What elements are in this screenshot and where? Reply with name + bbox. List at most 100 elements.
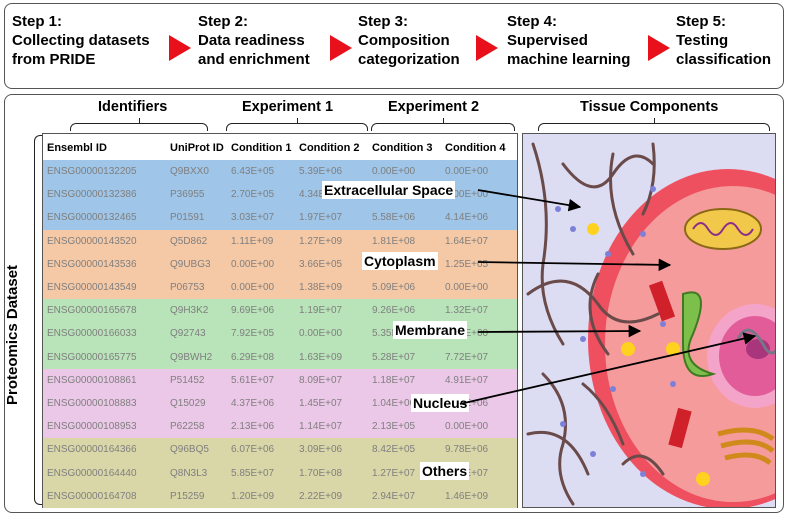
table-cell: 3.09E+06: [299, 444, 343, 456]
table-cell: 1.27E+07: [372, 467, 416, 479]
endoplasmic-reticulum: [682, 291, 717, 377]
step-arrow-icon: [476, 35, 498, 61]
table-cell: ENSG00000166033: [47, 328, 137, 340]
step-5: Step 5: Testing classification: [676, 12, 771, 69]
table-cell: 7.92E+05: [231, 328, 275, 340]
step-title: Step 5:: [676, 13, 727, 30]
table-cell: 4.37E+06: [231, 398, 275, 409]
extracellular-space-label: Extracellular Space: [322, 181, 456, 199]
table-cell: ENSG00000143520: [47, 235, 137, 247]
experiment2-bracket: [371, 118, 515, 131]
arrow-nucleus: [459, 332, 757, 405]
step-arrow-icon: [169, 35, 191, 61]
table-cell: 1.32E+07: [445, 305, 489, 317]
arrow-cytoplasm: [477, 258, 672, 272]
table-cell: 5.28E+07: [372, 351, 416, 363]
table-cell: ENSG00000132205: [47, 166, 137, 177]
table-cell: ENSG00000143549: [47, 282, 137, 293]
vesicle: [666, 342, 680, 356]
table-cell: Q9BWH2: [170, 351, 213, 363]
column-header: Ensembl ID: [47, 142, 107, 154]
protein-dots: [555, 186, 676, 477]
table-cell: 0.00E+00: [445, 421, 489, 433]
table-cell: 2.22E+09: [299, 490, 343, 502]
table-cell: 1.81E+08: [372, 235, 416, 247]
table-cell: 0.00E+00: [372, 166, 416, 177]
table-cell: Q8N3L3: [170, 467, 208, 479]
step-text: Composition categorization: [358, 32, 460, 68]
table-cell: 1.70E+08: [299, 467, 343, 479]
table-cell: 1.45E+07: [299, 398, 343, 409]
table-cell: 0.00E+00: [231, 258, 275, 270]
step-title: Step 2:: [198, 13, 249, 30]
table-cell: 1.04E+06: [372, 398, 416, 409]
table-cell: 1.14E+07: [299, 421, 343, 433]
table-cell: P01591: [170, 212, 205, 224]
table-cell: ENSG00000132465: [47, 212, 137, 224]
table-cell: 1.19E+07: [299, 305, 343, 317]
mitochondrion-cristae: [692, 222, 754, 236]
step-title: Step 4:: [507, 13, 558, 30]
table-cell: ENSG00000165678: [47, 305, 137, 317]
table-cell: P15259: [170, 490, 205, 502]
table-cell: 9.78E+06: [445, 444, 489, 456]
step-2: Step 2: Data readiness and enrichment: [198, 12, 310, 69]
table-cell: P62258: [170, 421, 205, 433]
table-cell: Q9UBG3: [170, 258, 211, 270]
table-cell: 5.61E+07: [231, 374, 275, 386]
dataset-brace: [34, 135, 42, 505]
table-cell: P51452: [170, 374, 205, 386]
nucleus-label: Nucleus: [411, 394, 470, 412]
identifiers-heading: Identifiers: [98, 99, 168, 115]
table-cell: ENSG00000143536: [47, 258, 137, 270]
table-cell: 1.97E+07: [299, 212, 343, 224]
table-cell: 8.09E+07: [299, 374, 343, 386]
table-cell: Q92743: [170, 328, 206, 340]
table-cell: 6.07E+06: [231, 444, 275, 456]
step-4: Step 4: Supervised machine learning: [507, 12, 630, 69]
table-cell: P06753: [170, 282, 205, 293]
vesicle: [621, 342, 635, 356]
main-panel: [4, 94, 784, 513]
step-arrow-icon: [330, 35, 352, 61]
table-cell: 2.13E+05: [372, 421, 416, 433]
table-cell: 1.25E+05: [445, 258, 489, 270]
table-cell: 1.64E+07: [445, 235, 489, 247]
step-text: Data readiness and enrichment: [198, 32, 310, 68]
table-cell: 2.70E+05: [231, 189, 275, 201]
table-cell: P36955: [170, 189, 205, 201]
step-text: Testing classification: [676, 32, 772, 68]
experiment2-heading: Experiment 2: [388, 99, 480, 115]
table-cell: 0.00E+00: [299, 328, 343, 340]
table-cell: 1.18E+07: [372, 374, 416, 386]
table-cell: 1.11E+09: [231, 235, 274, 247]
step-text: Supervised machine learning: [507, 32, 631, 68]
membrane-label: Membrane: [393, 321, 468, 339]
golgi-apparatus: [717, 427, 775, 465]
table-cell: ENSG00000164708: [47, 490, 137, 502]
chromatin: [736, 328, 775, 355]
column-header: Condition 2: [299, 142, 360, 154]
table-cell: Q5D862: [170, 235, 208, 247]
step-text: Collecting datasets from PRIDE: [12, 32, 150, 68]
table-cell: 4.91E+07: [445, 374, 489, 386]
table-cell: 3.66E+05: [299, 258, 343, 270]
table-cell: 1.63E+09: [299, 351, 343, 363]
table-cell: 5.58E+06: [372, 212, 416, 224]
table-cell: ENSG00000165775: [47, 351, 137, 363]
table-cell: 0.00E+00: [445, 189, 489, 201]
nucleus: [719, 316, 775, 396]
vesicle: [696, 472, 710, 486]
arrow-extracellular: [477, 189, 582, 212]
step-arrow-icon: [648, 35, 670, 61]
experiment1-heading: Experiment 1: [242, 99, 334, 115]
table-cell: 2.13E+06: [231, 421, 275, 433]
table-cell: 1.46E+09: [445, 490, 489, 502]
table-cell: 3.03E+07: [231, 212, 275, 224]
table-cell: 0.00E+00: [445, 166, 489, 177]
table-cell: 4.34E+07: [299, 189, 343, 201]
centriole-2: [668, 407, 692, 449]
table-cell: 2.94E+07: [372, 490, 416, 502]
vesicle: [587, 223, 599, 235]
table-cell: 0.00E+00: [445, 282, 489, 293]
